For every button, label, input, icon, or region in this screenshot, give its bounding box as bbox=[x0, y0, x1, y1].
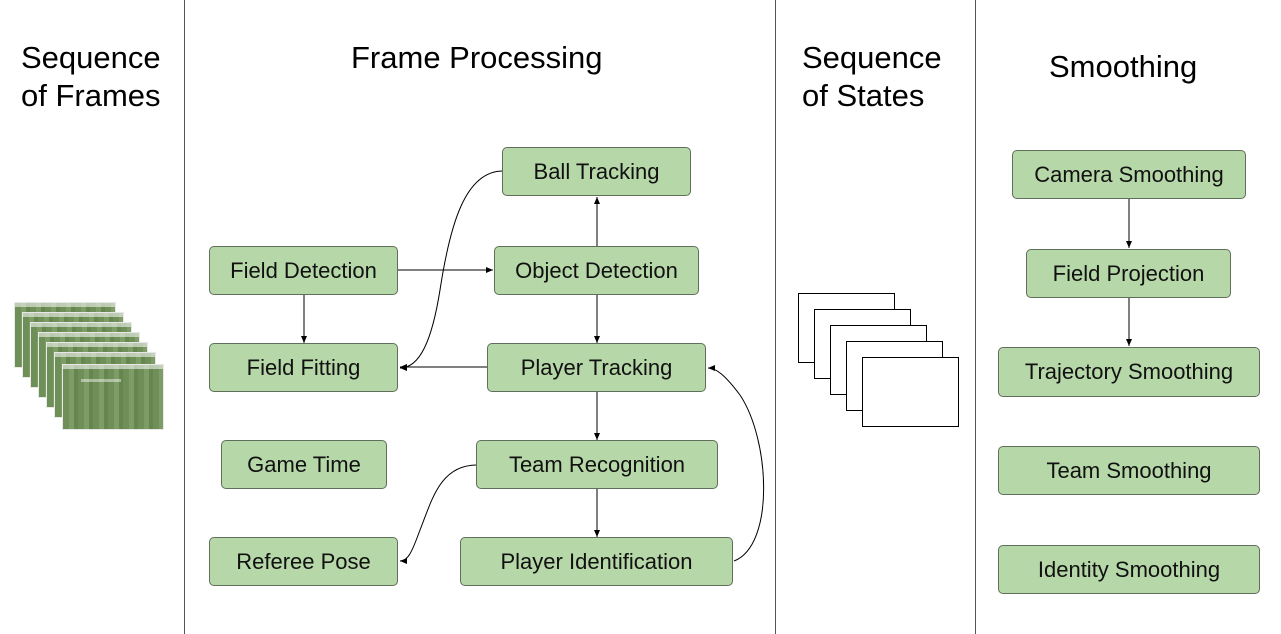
column-title-frame-processing: Frame Processing bbox=[351, 40, 603, 75]
node-trajectory-smoothing: Trajectory Smoothing bbox=[998, 347, 1260, 397]
node-referee-pose: Referee Pose bbox=[209, 537, 398, 586]
node-field-fitting: Field Fitting bbox=[209, 343, 398, 392]
column-title-sequence-of-frames: Sequence of Frames bbox=[21, 40, 161, 113]
node-identity-smoothing: Identity Smoothing bbox=[998, 545, 1260, 594]
node-object-detection: Object Detection bbox=[494, 246, 699, 295]
edge-ball-tracking-to-field-fitting bbox=[399, 170, 504, 371]
node-camera-smoothing: Camera Smoothing bbox=[1012, 150, 1246, 199]
node-player-tracking: Player Tracking bbox=[487, 343, 706, 392]
edge-player-identification-to-player-tracking bbox=[707, 365, 765, 562]
node-team-recognition: Team Recognition bbox=[476, 440, 718, 489]
column-title-smoothing: Smoothing bbox=[1049, 49, 1198, 84]
video-frame bbox=[62, 364, 164, 430]
state-sheet bbox=[862, 357, 959, 427]
divider-frames-processing bbox=[184, 0, 185, 634]
divider-states-smoothing bbox=[975, 0, 976, 634]
node-game-time: Game Time bbox=[221, 440, 387, 489]
column-title-sequence-of-states: Sequence of States bbox=[802, 40, 942, 113]
node-field-projection: Field Projection bbox=[1026, 249, 1231, 298]
divider-processing-states bbox=[775, 0, 776, 634]
node-ball-tracking: Ball Tracking bbox=[502, 147, 691, 196]
node-team-smoothing: Team Smoothing bbox=[998, 446, 1260, 495]
node-field-detection: Field Detection bbox=[209, 246, 398, 295]
node-player-identification: Player Identification bbox=[460, 537, 733, 586]
edge-team-recognition-to-referee-pose bbox=[399, 464, 478, 564]
